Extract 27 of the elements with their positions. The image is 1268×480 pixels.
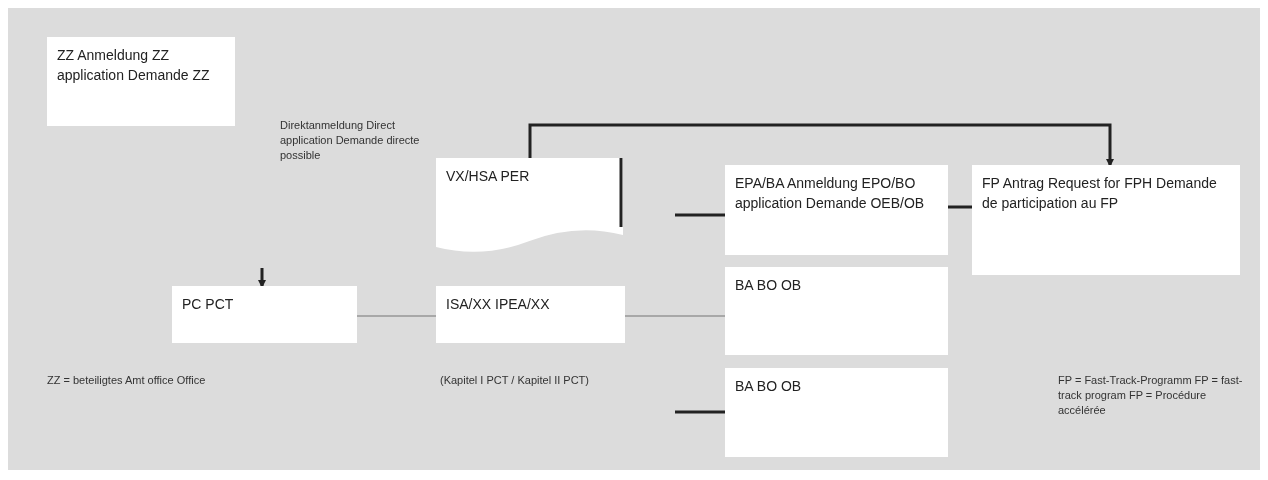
connector-line: [948, 205, 972, 209]
box-text: BA BO OB: [735, 377, 803, 396]
process-box: [172, 286, 357, 343]
document-shape: [436, 158, 623, 255]
box-text: ISA/XX IPEA/XX: [446, 295, 551, 314]
connector-line: [528, 123, 1114, 167]
connector-line: [675, 410, 725, 414]
box-text: EPA/BA Anmeldung EPO/BO application Demande OEB/OB: [735, 174, 926, 213]
process-box: [47, 37, 235, 126]
box-text: ZZ Anmeldung ZZ application Demande ZZ: [57, 46, 211, 85]
box-text: PC PCT: [182, 295, 235, 314]
box-text: VX/HSA PER: [446, 167, 531, 186]
note-text: ZZ = beteiligtes Amt office Office: [47, 373, 207, 388]
connector-line: [624, 315, 726, 317]
note-text: Direktanmeldung Direct application Demande directe possible: [280, 118, 421, 163]
box-text: FP Antrag Request for FPH Demande de participation au FP: [982, 174, 1218, 213]
process-box: [725, 368, 948, 457]
connector-line: [258, 268, 266, 288]
process-box: [725, 267, 948, 355]
connector-line: [356, 315, 437, 317]
connector-line: [675, 213, 725, 217]
process-box: [436, 286, 625, 343]
box-text: BA BO OB: [735, 276, 803, 295]
note-text: FP = Fast-Track-Programm FP = fast-track program FP = Procédure accélérée: [1058, 373, 1244, 418]
process-box: [725, 165, 948, 255]
note-text: (Kapitel I PCT / Kapitel II PCT): [440, 373, 590, 388]
process-box: [972, 165, 1240, 275]
